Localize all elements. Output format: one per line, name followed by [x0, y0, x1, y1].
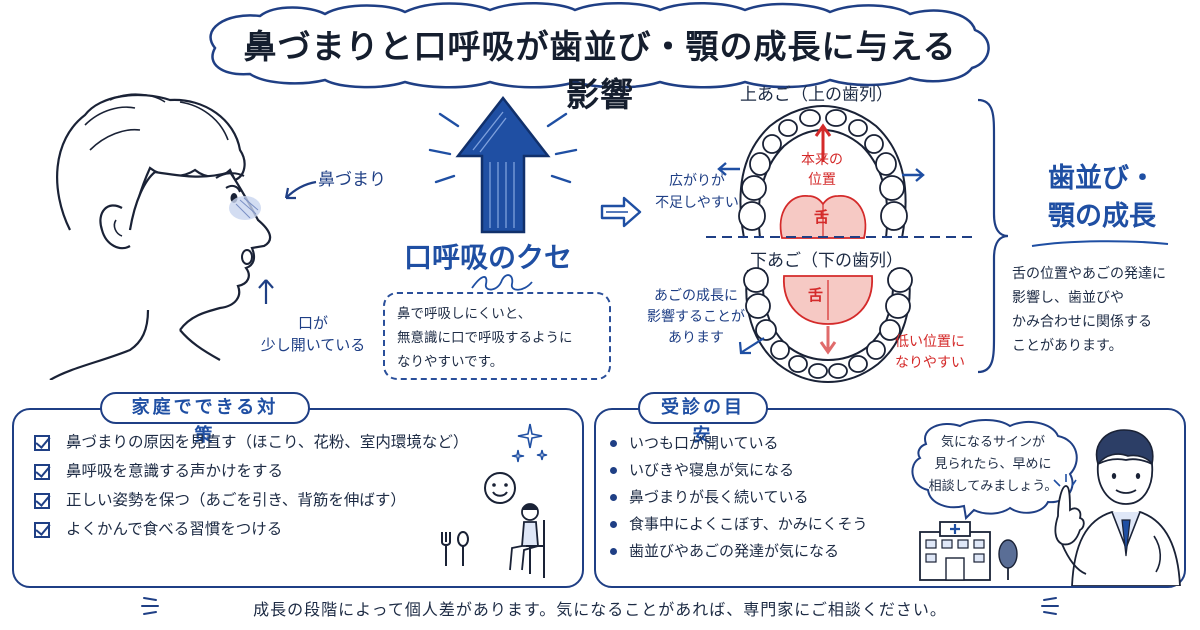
mouth-open-label: 口が 少し開いている [260, 314, 366, 354]
list-item: 鼻づまりが長く続いている [610, 484, 930, 511]
habit-description: 鼻で呼吸しにくいと、 無意識に口で呼吸するように なりやすいです。 [397, 306, 573, 370]
list-item: 歯並びやあごの発達が気になる [610, 538, 930, 565]
jaw-divider-line [706, 236, 972, 238]
bullet-icon [610, 548, 617, 555]
speech-bubble [911, 419, 1078, 521]
visit-guide-panel [594, 408, 1186, 588]
list-item: よくかんで食べる習慣をつける [34, 515, 514, 544]
bullet-icon [610, 440, 617, 447]
habit-description-box: 鼻で呼吸しにくいと、 無意識に口で呼吸するように なりやすいです。 [383, 292, 611, 380]
right-small-arrow-icon [902, 168, 925, 182]
visit-guide-list: いつも口が開いている いびきや寝息が気になる 鼻づまりが長く続いている 食事中に… [610, 430, 930, 565]
habit-title: 口呼吸のクセ [404, 241, 573, 274]
right-brace [977, 98, 1009, 374]
home-measures-title: 家庭でできる対策 [100, 392, 310, 446]
list-item: 鼻づまりの原因を見直す（ほこり、花粉、室内環境など） [34, 428, 514, 457]
title-cloud [209, 2, 990, 89]
tongue-lower-label: 舌 [808, 286, 824, 304]
growth-description: 舌の位置やあごの発達に 影響し、歯並びや かみ合わせに関係する ことがあります。 [1012, 266, 1166, 354]
check-icon [34, 521, 50, 538]
list-item: いびきや寝息が気になる [610, 457, 930, 484]
growth-title: 歯並び・ 顎の成長 [1048, 163, 1156, 232]
bullet-icon [610, 467, 617, 474]
jaw-growth-effect-label: あごの成長に 影響することが あります [647, 288, 745, 346]
smile-icon [484, 472, 516, 504]
list-item: 鼻呼吸を意識する声かけをする [34, 457, 514, 486]
emphasis-marks-right-icon [1041, 597, 1059, 615]
doctor-illustration [1053, 429, 1181, 586]
left-arrow-icon [717, 162, 740, 176]
down-left-arrow-icon [738, 337, 765, 355]
tree-icon [998, 539, 1018, 569]
footer-note: 成長の段階によって個人差があります。気になることがあれば、専門家にご相談ください… [253, 600, 947, 619]
visit-guide-title: 受診の目安 [638, 392, 768, 446]
list-item: 正しい姿勢を保つ（あごを引き、背筋を伸ばす） [34, 486, 514, 515]
check-icon [34, 492, 50, 509]
upper-jaw-label: 上あご（上の歯列） [740, 85, 893, 105]
big-up-arrow-icon [428, 95, 578, 234]
list-item: 食事中によくこぼす、かみにくそう [610, 511, 930, 538]
bullet-icon [610, 521, 617, 528]
original-position-label: 本来の 位置 [801, 152, 843, 188]
child-profile-illustration [49, 93, 272, 380]
habit-underline-curls [471, 274, 533, 291]
fork-spoon-icon [441, 531, 469, 566]
speech-text: 気になるサインが 見られたら、早めに 相談してみましょう。 [928, 435, 1058, 494]
growth-title-underline [1031, 240, 1169, 247]
check-icon [34, 434, 50, 451]
tongue-upper-label: 舌 [814, 208, 830, 226]
low-position-label: 低い位置に なりやすい [895, 334, 965, 371]
list-item: いつも口が開いている [610, 430, 930, 457]
nose-block-label: 鼻づまり [318, 170, 386, 190]
emphasis-marks-left-icon [141, 597, 159, 615]
bullet-icon [610, 494, 617, 501]
check-icon [34, 463, 50, 480]
sitting-child-illustration [509, 503, 545, 578]
home-measures-list: 鼻づまりの原因を見直す（ほこり、花粉、室内環境など） 鼻呼吸を意識する声かけをす… [34, 428, 514, 544]
sparkle-icon [511, 423, 548, 463]
lower-dental-arch [743, 267, 913, 384]
page-title: 鼻づまりと口呼吸が歯並び・顎の成長に与える影響 [243, 27, 957, 114]
nose-pointer-arrow-icon [284, 180, 317, 200]
hospital-icon [919, 521, 1018, 581]
insufficient-width-label: 広がりが 不足しやすい [655, 173, 739, 211]
upper-dental-arch [738, 104, 908, 239]
lower-jaw-label: 下あご（下の歯列） [750, 251, 903, 271]
mouth-pointer-arrow-icon [258, 279, 274, 304]
right-arrow-icon [600, 196, 642, 228]
